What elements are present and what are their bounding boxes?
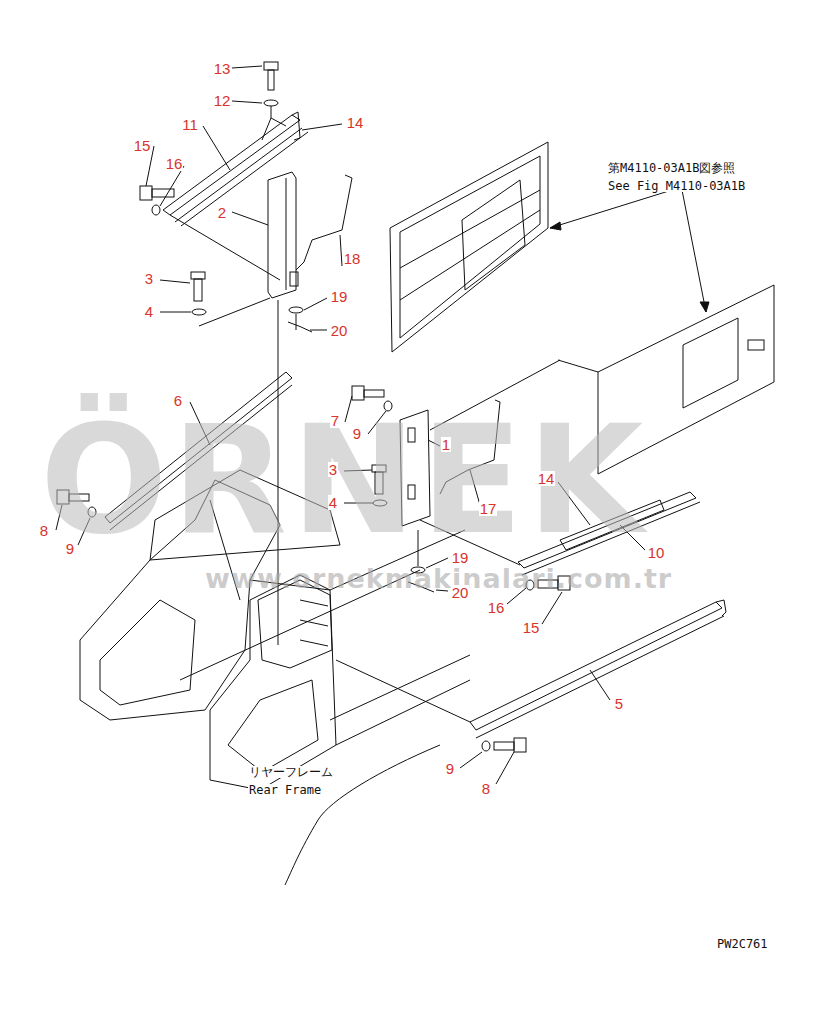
watermark: ÖRNEK: [40, 405, 647, 555]
callout-number: 1: [441, 437, 451, 452]
drawing-code: PW2C761: [716, 938, 769, 950]
callout-number: 20: [330, 323, 349, 338]
callout-number: 14: [346, 115, 365, 130]
callout-number: 9: [65, 541, 75, 556]
callout-number: 11: [181, 117, 199, 132]
frame-label: リヤーフレーム: [248, 766, 334, 778]
callout-number: 20: [451, 585, 470, 600]
callout-number: 15: [133, 138, 152, 153]
callout-number: 19: [451, 550, 470, 565]
callout-number: 9: [445, 761, 455, 776]
callout-number: 8: [39, 523, 49, 538]
reference-note: 第M4110-03A1B図参照: [607, 162, 736, 174]
callout-number: 16: [487, 600, 506, 615]
watermark: www.ornekmakinalari.com.tr: [205, 565, 672, 592]
frame-label: Rear Frame: [248, 784, 322, 796]
callout-number: 18: [343, 251, 362, 266]
callout-number: 15: [522, 620, 541, 635]
callout-number: 5: [614, 696, 624, 711]
callout-number: 14: [537, 471, 556, 486]
callout-number: 2: [217, 205, 227, 220]
callout-number: 13: [213, 61, 232, 76]
callout-number: 16: [165, 156, 184, 171]
callout-number: 3: [328, 462, 338, 477]
callout-number: 6: [173, 393, 183, 408]
callout-number: 7: [330, 413, 340, 428]
callout-number: 17: [479, 501, 498, 516]
callout-number: 4: [328, 495, 338, 510]
callout-number: 9: [352, 426, 362, 441]
callout-number: 4: [144, 304, 154, 319]
callout-number: 19: [330, 289, 349, 304]
callout-number: 12: [213, 93, 232, 108]
callout-number: 3: [144, 271, 154, 286]
reference-note: See Fig M4110-03A1B: [607, 180, 746, 192]
callout-number: 8: [481, 781, 491, 796]
callout-number: 10: [647, 545, 666, 560]
